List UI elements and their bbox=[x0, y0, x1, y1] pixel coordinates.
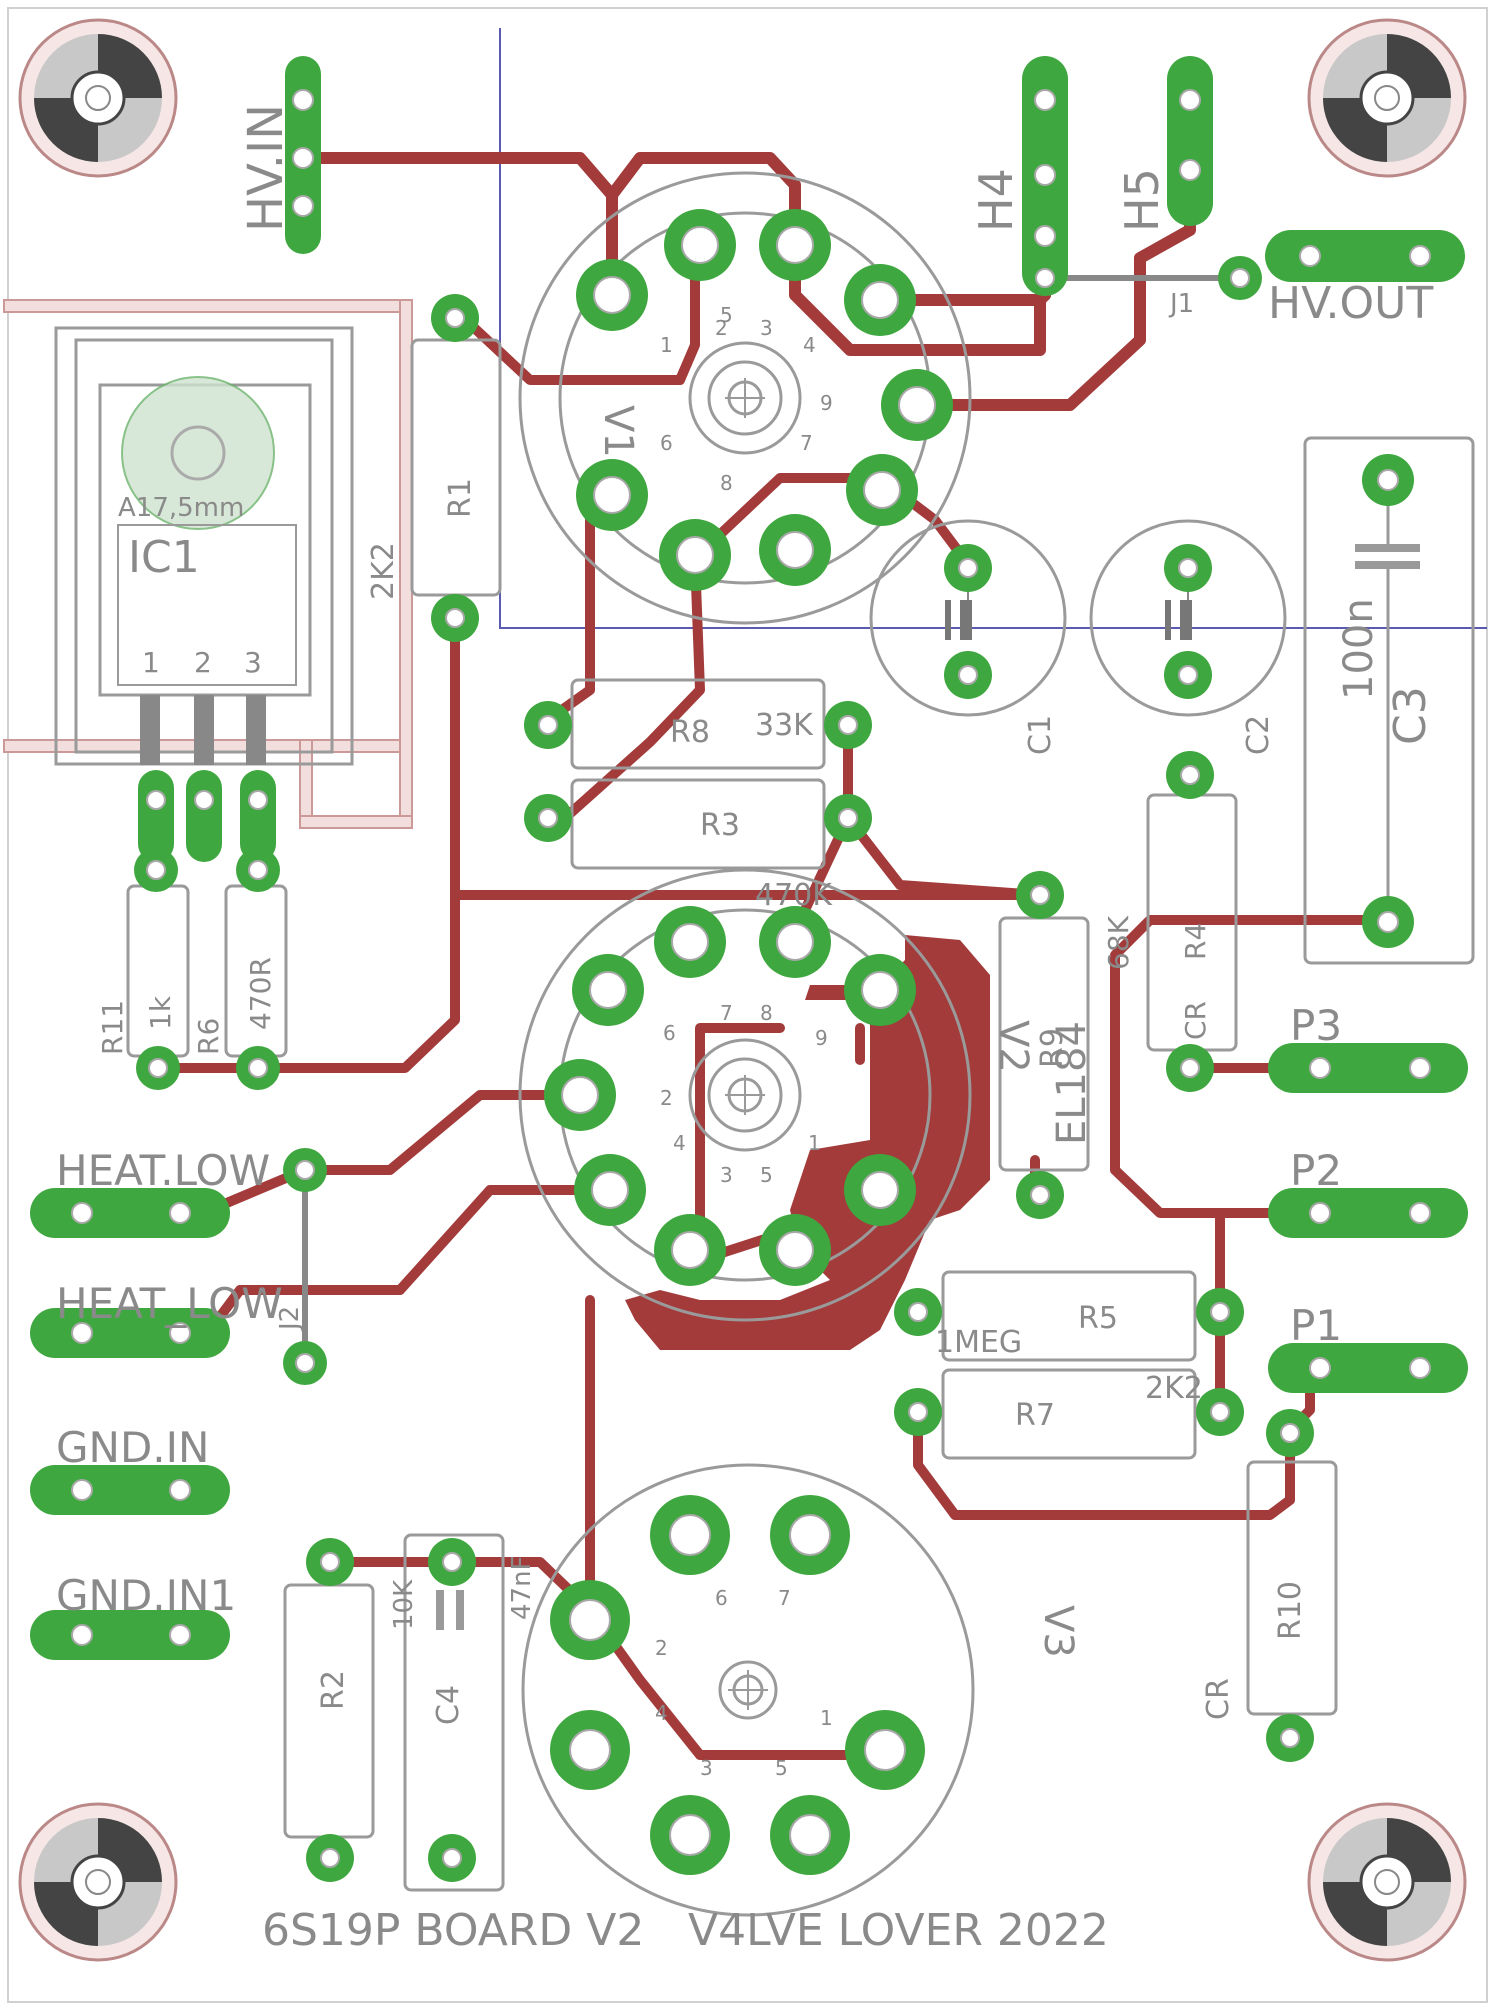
r5-label: R5 bbox=[1078, 1301, 1118, 1336]
v3-pin5: 5 bbox=[775, 1756, 788, 1780]
r7-value: 2K2 bbox=[1145, 1371, 1203, 1406]
r9-label: R9 bbox=[1035, 1028, 1070, 1068]
v3-pin4: 4 bbox=[655, 1701, 668, 1725]
r10-type: CR bbox=[1201, 1678, 1236, 1720]
r7-label: R7 bbox=[1015, 1398, 1055, 1433]
v3-label: V3 bbox=[1035, 1605, 1081, 1658]
c4-symbol bbox=[436, 1590, 464, 1630]
r8-label: R8 bbox=[670, 715, 710, 750]
v2-pin2: 2 bbox=[660, 1086, 673, 1110]
h4-label: H4 bbox=[969, 168, 1023, 232]
v2-pin1: 1 bbox=[808, 1131, 821, 1155]
p1-label: P1 bbox=[1290, 1301, 1342, 1350]
r2-value: 10K bbox=[389, 1579, 419, 1630]
v1-pin4: 4 bbox=[803, 333, 816, 357]
p3-label: P3 bbox=[1290, 1001, 1342, 1050]
v2-pin6: 6 bbox=[663, 1021, 676, 1045]
gnd-in-label: GND.IN bbox=[56, 1423, 209, 1472]
v2-pin5: 5 bbox=[760, 1163, 773, 1187]
r6-label: R6 bbox=[192, 1018, 225, 1055]
v3-pin6: 6 bbox=[715, 1586, 728, 1610]
v3-pin1: 1 bbox=[820, 1706, 833, 1730]
mounting-hole-tr bbox=[1307, 18, 1467, 178]
ic1-pin1-label: 1 bbox=[142, 646, 160, 679]
r10-label: R10 bbox=[1273, 1581, 1308, 1640]
ic1-heatsink-label: A17,5mm bbox=[118, 493, 244, 523]
ic1-heatsink bbox=[3, 299, 413, 829]
v1-pin3: 3 bbox=[760, 316, 773, 340]
r11-value: 1k bbox=[144, 995, 177, 1030]
heat-low-2-label: HEAT_LOW bbox=[56, 1279, 283, 1328]
r3-label: R3 bbox=[700, 808, 740, 843]
r3-value: 470K bbox=[755, 878, 833, 913]
c2-label: C2 bbox=[1241, 715, 1276, 755]
hv-out-label: HV.OUT bbox=[1268, 278, 1433, 329]
v3-pin2: 2 bbox=[655, 1636, 668, 1660]
v1-pin1: 1 bbox=[660, 333, 673, 357]
c3-label: C3 bbox=[1385, 686, 1436, 745]
ic1-pin2-label: 2 bbox=[194, 646, 212, 679]
v2-pin9: 9 bbox=[815, 1026, 828, 1050]
r3-body bbox=[570, 778, 826, 870]
r4-label: R4 bbox=[1179, 923, 1212, 960]
r4-type: CR bbox=[1179, 1001, 1212, 1040]
v2-pin4: 4 bbox=[673, 1131, 686, 1155]
v1-label: V1 bbox=[595, 405, 641, 458]
mounting-hole-tl bbox=[18, 18, 178, 178]
v1-pin6: 6 bbox=[660, 431, 673, 455]
c4-label: C4 bbox=[431, 1685, 466, 1725]
v2-copper-pour bbox=[625, 935, 990, 1350]
c3-value: 100n bbox=[1336, 598, 1382, 700]
r1-value: 2K2 bbox=[366, 542, 401, 600]
r4-value: 68K bbox=[1102, 915, 1135, 970]
c2-body bbox=[1089, 519, 1287, 717]
v1-pin9: 9 bbox=[820, 391, 833, 415]
board-title: 6S19P BOARD V2 bbox=[262, 1905, 644, 1956]
c1-body bbox=[869, 519, 1067, 717]
r5-body bbox=[941, 1270, 1197, 1362]
r1-label: R1 bbox=[443, 478, 478, 518]
r5-value: 1MEG bbox=[935, 1325, 1022, 1360]
c3-body bbox=[1303, 436, 1475, 965]
v2-label: V2 bbox=[990, 1020, 1036, 1073]
gnd-in1-label: GND.IN1 bbox=[56, 1571, 236, 1620]
keepout-line bbox=[499, 28, 1487, 629]
v1-pin7: 7 bbox=[800, 431, 813, 455]
r7-body bbox=[941, 1368, 1197, 1460]
j1-label: J1 bbox=[1168, 289, 1194, 319]
v3-socket bbox=[521, 1463, 975, 1917]
r8-value: 33K bbox=[755, 708, 814, 743]
ic1-label: IC1 bbox=[128, 532, 200, 583]
r6-value: 470R bbox=[244, 957, 277, 1030]
c1-label: C1 bbox=[1023, 715, 1058, 755]
r8-body bbox=[570, 678, 826, 770]
v2-pin3: 3 bbox=[720, 1163, 733, 1187]
v1-pin5: 5 bbox=[720, 303, 733, 327]
v3-pin7: 7 bbox=[778, 1586, 791, 1610]
j2-label: J2 bbox=[275, 1306, 305, 1332]
r2-label: R2 bbox=[316, 1670, 351, 1710]
v2-pin8: 8 bbox=[760, 1001, 773, 1025]
r10-body bbox=[1246, 1460, 1338, 1716]
c4-value: 47nF bbox=[507, 1555, 537, 1620]
v2-pin7: 7 bbox=[720, 1001, 733, 1025]
heat-low-1-label: HEAT.LOW bbox=[56, 1146, 270, 1195]
hv-in-label: HV.IN bbox=[238, 104, 294, 232]
v1-pin2: 2 bbox=[715, 316, 728, 340]
board-credit: V4LVE LOVER 2022 bbox=[688, 1905, 1109, 1956]
h5-label: H5 bbox=[1115, 168, 1169, 232]
p2-label: P2 bbox=[1290, 1146, 1342, 1195]
ic1-pin3-label: 3 bbox=[244, 646, 262, 679]
mounting-hole-br bbox=[1307, 1802, 1467, 1962]
mounting-hole-bl bbox=[18, 1802, 178, 1962]
v1-pin8: 8 bbox=[720, 471, 733, 495]
v2-tube-label: EL184 bbox=[1049, 1021, 1095, 1145]
r11-label: R11 bbox=[96, 1000, 129, 1055]
pads bbox=[30, 56, 1468, 1882]
c4-body bbox=[403, 1533, 505, 1892]
v3-pin3: 3 bbox=[700, 1756, 713, 1780]
